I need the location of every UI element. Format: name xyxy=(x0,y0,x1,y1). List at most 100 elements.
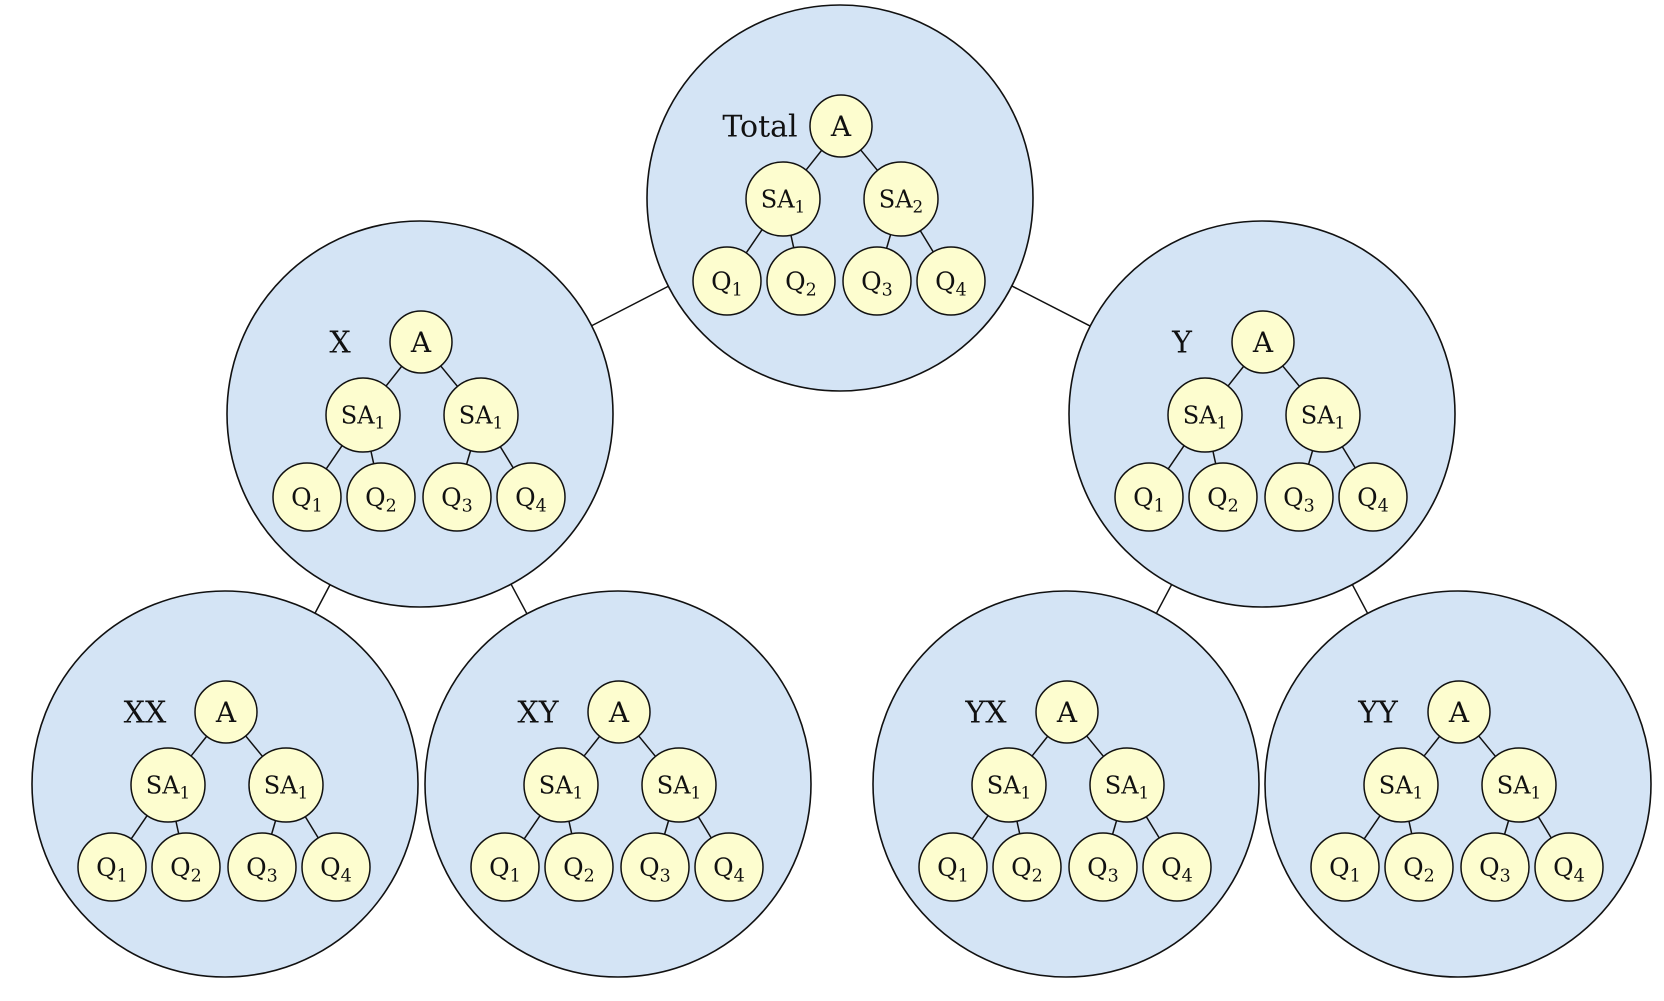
node-sa-label: SA1 xyxy=(539,771,583,802)
cluster-link-x-xx xyxy=(314,584,331,614)
node-sa-label: SA1 xyxy=(1301,401,1345,432)
cluster-label: X xyxy=(329,326,351,361)
node-q-label: Q1 xyxy=(711,267,743,301)
tree-edge xyxy=(745,229,763,254)
node-root-label: A xyxy=(830,110,852,143)
node-sa-2 xyxy=(641,747,717,823)
cluster-link-total-y xyxy=(1011,285,1091,327)
node-sa-1 xyxy=(325,377,401,453)
node-sa-label: SA1 xyxy=(1105,771,1149,802)
cluster-label: XX xyxy=(124,696,167,731)
node-q-1 xyxy=(1310,832,1380,902)
node-q-1 xyxy=(470,832,540,902)
node-q-label: Q3 xyxy=(861,267,893,301)
node-sa-label: SA1 xyxy=(146,771,190,802)
tree-edge xyxy=(1111,820,1118,835)
cluster-circle xyxy=(872,590,1260,978)
node-sa-label: SA2 xyxy=(879,185,923,216)
node-sa-2 xyxy=(443,377,519,453)
node-root-label: A xyxy=(1252,326,1274,359)
node-q-label: Q3 xyxy=(639,853,671,887)
cluster-label: YY xyxy=(1357,696,1399,731)
node-q-2 xyxy=(992,832,1062,902)
node-q-label: Q1 xyxy=(1133,483,1165,517)
tree-edge xyxy=(1537,816,1552,839)
tree-edge xyxy=(385,365,403,387)
node-root-label: A xyxy=(608,696,630,729)
tree-edge xyxy=(175,820,180,834)
node-sa-label: SA1 xyxy=(987,771,1031,802)
tree-edge xyxy=(440,365,459,387)
node-q-1 xyxy=(272,462,342,532)
node-q-3 xyxy=(227,832,297,902)
node-root-label: A xyxy=(410,326,432,359)
cluster-label: XY xyxy=(517,696,559,731)
tree-edge xyxy=(465,450,472,465)
node-q-label: Q4 xyxy=(1161,853,1193,887)
node-q-label: Q3 xyxy=(1087,853,1119,887)
node-q-2 xyxy=(766,246,836,316)
tree-edge xyxy=(270,820,277,835)
node-q-label: Q3 xyxy=(246,853,278,887)
node-sa-label: SA1 xyxy=(341,401,385,432)
cluster-circle xyxy=(646,4,1034,392)
node-sa-label: SA1 xyxy=(264,771,308,802)
cluster-link-x-xy xyxy=(510,583,528,615)
cluster-label: Y xyxy=(1171,326,1193,361)
tree-edge xyxy=(1086,735,1105,757)
node-q-label: Q3 xyxy=(441,483,473,517)
node-sa-2 xyxy=(1089,747,1165,823)
node-root-label: A xyxy=(215,696,237,729)
tree-edge xyxy=(638,735,657,757)
tree-edge xyxy=(663,820,670,835)
node-q-3 xyxy=(1460,832,1530,902)
tree-edge xyxy=(304,816,319,839)
node-q-3 xyxy=(1264,462,1334,532)
node-sa-2 xyxy=(863,161,939,237)
node-q-label: Q4 xyxy=(515,483,547,517)
node-root xyxy=(1427,680,1491,744)
tree-edge xyxy=(1363,815,1381,840)
node-root xyxy=(587,680,651,744)
cluster-links xyxy=(314,285,1369,615)
node-sa-2 xyxy=(1481,747,1557,823)
tree-edge xyxy=(971,815,989,840)
tree-edge xyxy=(190,735,208,757)
node-q-label: Q2 xyxy=(785,267,817,301)
node-sa-1 xyxy=(130,747,206,823)
tree-edge xyxy=(1031,735,1049,757)
tree-edge xyxy=(370,450,375,464)
tree-edge xyxy=(1227,365,1245,387)
node-q-1 xyxy=(692,246,762,316)
tree-edge xyxy=(130,815,148,840)
node-root xyxy=(1231,310,1295,374)
cluster-label: Total xyxy=(722,110,797,145)
node-q-label: Q2 xyxy=(563,853,595,887)
node-q-4 xyxy=(1534,832,1604,902)
tree-edge xyxy=(325,445,343,470)
cluster-link-y-yy xyxy=(1351,584,1369,614)
node-q-3 xyxy=(842,246,912,316)
node-q-3 xyxy=(1068,832,1138,902)
node-sa-2 xyxy=(248,747,324,823)
node-q-2 xyxy=(1188,462,1258,532)
tree-edge xyxy=(523,815,541,840)
node-sa-label: SA1 xyxy=(1379,771,1423,802)
node-q-1 xyxy=(1114,462,1184,532)
node-sa-label: SA1 xyxy=(1183,401,1227,432)
node-sa-1 xyxy=(1363,747,1439,823)
node-sa-label: SA1 xyxy=(1497,771,1541,802)
node-q-label: Q1 xyxy=(96,853,128,887)
cluster-label: YX xyxy=(964,696,1007,731)
node-q-label: Q4 xyxy=(713,853,745,887)
tree-edge xyxy=(1503,820,1510,835)
tree-edge xyxy=(499,446,514,469)
node-q-2 xyxy=(151,832,221,902)
node-q-2 xyxy=(544,832,614,902)
node-sa-2 xyxy=(1285,377,1361,453)
